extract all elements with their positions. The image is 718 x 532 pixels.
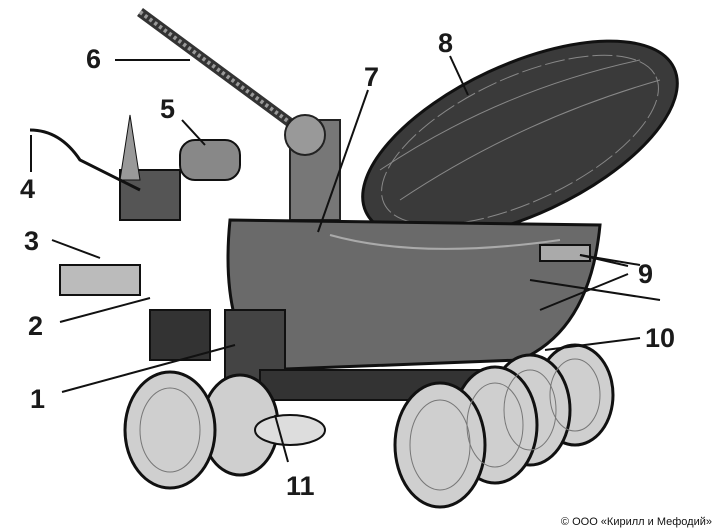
label-3: 3 bbox=[24, 226, 39, 256]
copyright-notice: © ООО «Кирилл и Мефодий» bbox=[560, 516, 712, 528]
rover-body bbox=[29, 114, 661, 401]
label-8: 8 bbox=[438, 28, 453, 58]
leader-lines bbox=[30, 55, 641, 463]
label-2: 2 bbox=[28, 311, 43, 341]
label-9: 9 bbox=[638, 259, 653, 289]
label-6: 6 bbox=[86, 44, 101, 74]
wheels bbox=[123, 343, 615, 509]
label-11: 11 bbox=[286, 471, 315, 501]
label-4: 4 bbox=[20, 174, 35, 204]
helical-antenna bbox=[137, 7, 303, 135]
label-5: 5 bbox=[160, 94, 175, 124]
label-10: 10 bbox=[645, 323, 675, 353]
solar-panel-lid bbox=[361, 39, 679, 241]
label-1: 1 bbox=[30, 384, 45, 414]
label-7: 7 bbox=[364, 62, 379, 92]
